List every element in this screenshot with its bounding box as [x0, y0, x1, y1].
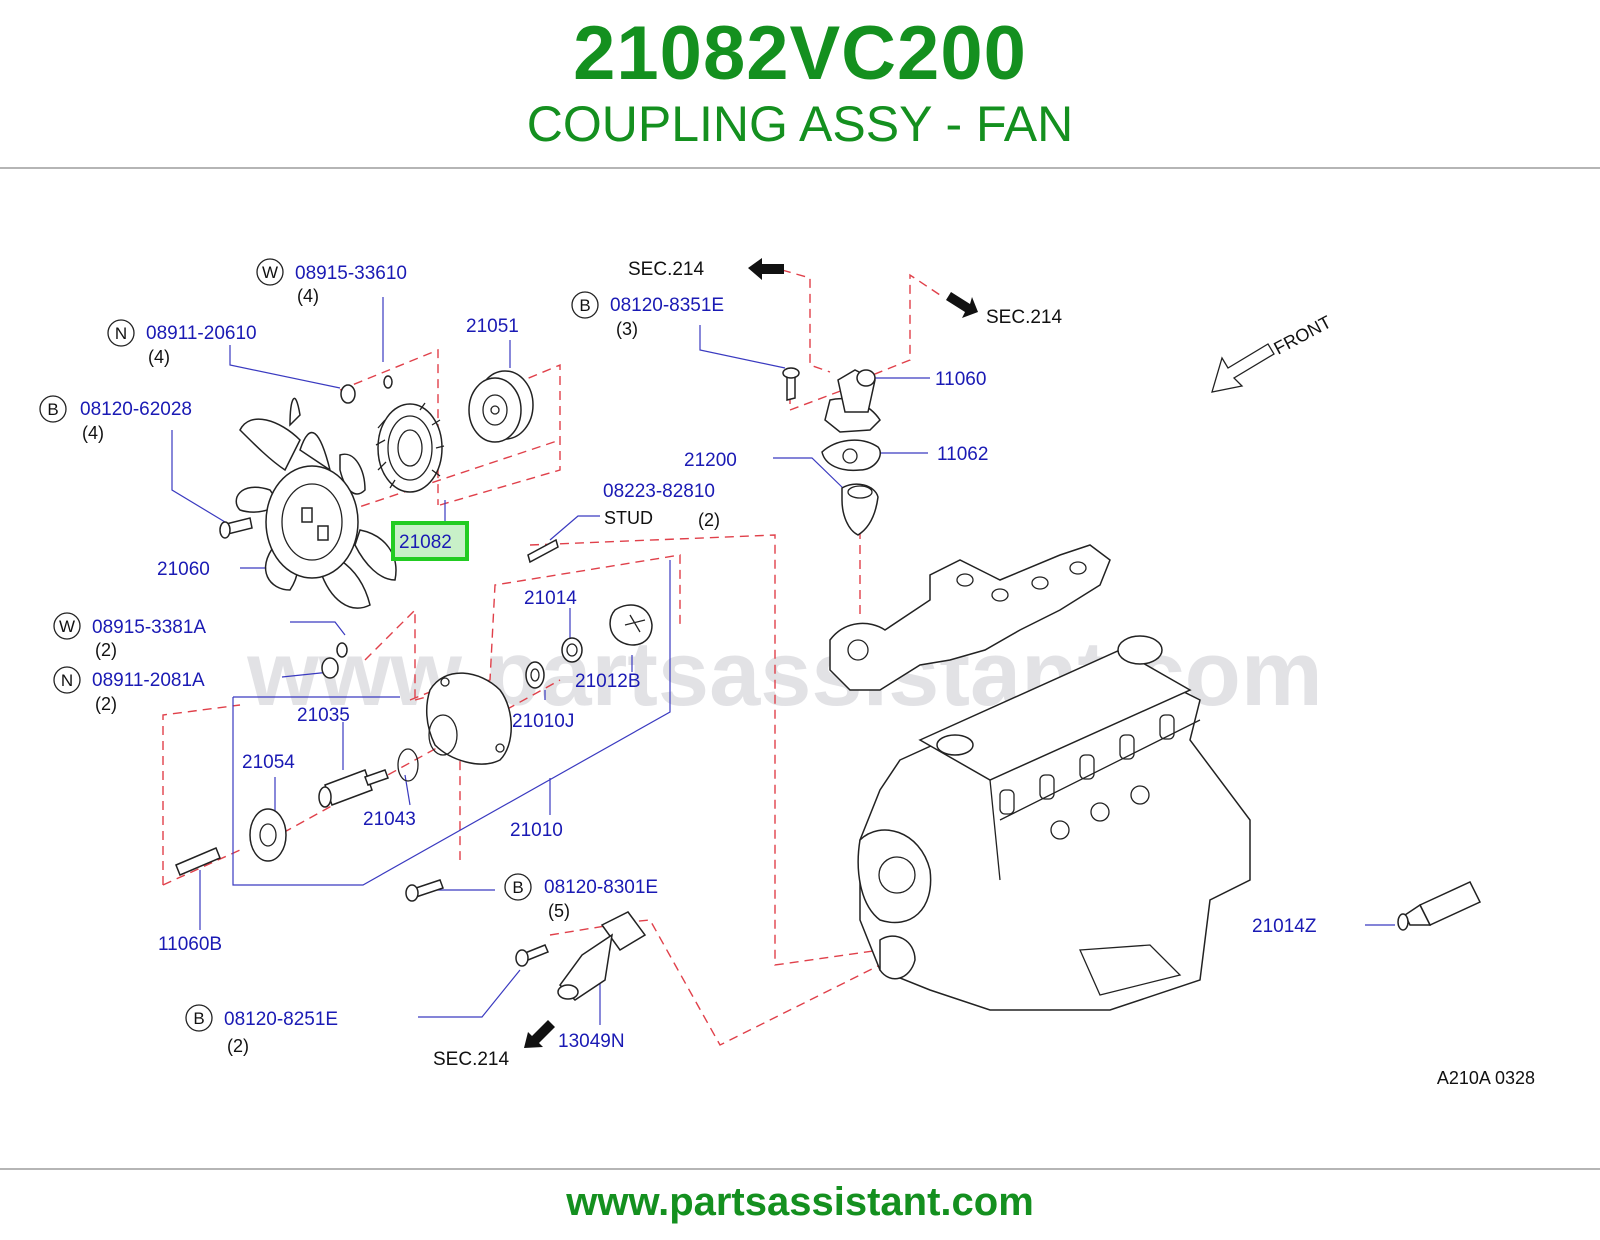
water-pump-drawing — [249, 604, 653, 862]
badge-b-08120-8351e: B — [579, 296, 590, 315]
part-number-title: 21082VC200 — [573, 11, 1027, 96]
qty-08120-8301e: (5) — [548, 901, 570, 921]
part-link-08915-33610[interactable]: 08915-33610 — [295, 263, 407, 284]
part-link-08911-2081a[interactable]: 08911-2081A — [92, 670, 205, 691]
part-link-11060[interactable]: 11060 — [935, 369, 986, 390]
fastener-drawings — [175, 367, 800, 967]
part-link-21051[interactable]: 21051 — [466, 316, 519, 337]
part-link-21060[interactable]: 21060 — [157, 559, 210, 580]
stud-label: STUD — [604, 508, 653, 528]
section-ref-bottom[interactable]: SEC.214 — [433, 1049, 509, 1070]
thermostat-housing-drawing — [821, 369, 881, 536]
qty-08120-8251e: (2) — [227, 1036, 249, 1056]
badge-b-08120-8301e: B — [512, 878, 523, 897]
footer-divider — [0, 1168, 1600, 1170]
badge-w-08915-3381a: W — [59, 617, 75, 636]
part-link-21043[interactable]: 21043 — [363, 809, 416, 830]
part-link-21010j[interactable]: 21010J — [512, 711, 574, 732]
header-divider — [0, 167, 1600, 169]
section-ref-top-left[interactable]: SEC.214 — [628, 259, 704, 280]
part-link-21200[interactable]: 21200 — [684, 450, 737, 471]
cooling-fan-drawing — [235, 397, 397, 609]
part-link-08120-8301e[interactable]: 08120-8301E — [544, 877, 658, 898]
part-link-08911-20610[interactable]: 08911-20610 — [146, 323, 257, 344]
callout-labels: 08915-33610 (4) 08911-20610 (4) 08120-62… — [80, 259, 1535, 1088]
footer-website-link[interactable]: www.partsassistant.com — [566, 1180, 1034, 1224]
front-direction-label: FRONT — [1270, 312, 1334, 359]
part-link-13049n[interactable]: 13049N — [558, 1031, 625, 1052]
part-link-21054[interactable]: 21054 — [242, 752, 295, 773]
page-header: 21082VC200 COUPLING ASSY - FAN — [0, 0, 1600, 168]
section-ref-top-right[interactable]: SEC.214 — [986, 307, 1062, 328]
part-link-21012b[interactable]: 21012B — [575, 671, 641, 692]
part-link-21014z[interactable]: 21014Z — [1252, 916, 1317, 937]
part-link-11060b[interactable]: 11060B — [158, 934, 222, 955]
part-link-08915-3381a[interactable]: 08915-3381A — [92, 617, 206, 638]
parts-diagram: www.partsassistant.com — [0, 170, 1600, 1170]
qty-08120-8351e: (3) — [616, 319, 638, 339]
sealant-tube-drawing — [1397, 881, 1482, 931]
qty-08223-82810: (2) — [698, 510, 720, 530]
part-description: COUPLING ASSY - FAN — [526, 96, 1074, 152]
water-outlet-drawing — [557, 911, 647, 1001]
qty-08120-62028: (4) — [82, 423, 104, 443]
qty-08911-20610: (4) — [148, 347, 170, 367]
engine-block-drawing — [857, 635, 1251, 1011]
manifold-drawing — [829, 544, 1111, 691]
qty-08915-33610: (4) — [297, 286, 319, 306]
badge-w-08915-33610: W — [262, 263, 278, 282]
qty-08915-3381a: (2) — [95, 640, 117, 660]
front-arrow-icon — [1211, 343, 1275, 393]
callout-badges: W N B W N B B B — [39, 258, 599, 1032]
qty-08911-2081a: (2) — [95, 694, 117, 714]
figure-code: A210A 0328 — [1437, 1068, 1535, 1088]
part-link-08120-8251e[interactable]: 08120-8251E — [224, 1009, 338, 1030]
diagram-svg: www.partsassistant.com — [39, 258, 1535, 1088]
section-arrow-icons — [524, 258, 978, 1048]
part-link-21082[interactable]: 21082 — [399, 532, 452, 553]
badge-b-08120-8251e: B — [193, 1009, 204, 1028]
pulley-drawing — [468, 370, 534, 443]
part-link-08120-8351e[interactable]: 08120-8351E — [610, 295, 724, 316]
part-link-21010[interactable]: 21010 — [510, 820, 563, 841]
part-link-21035[interactable]: 21035 — [297, 705, 350, 726]
part-link-08120-62028[interactable]: 08120-62028 — [80, 399, 192, 420]
part-link-08223-82810[interactable]: 08223-82810 — [603, 481, 715, 502]
part-link-11062[interactable]: 11062 — [937, 444, 988, 465]
part-link-21014[interactable]: 21014 — [524, 588, 577, 609]
fan-coupling-drawing — [375, 402, 445, 493]
highlighted-part-box — [391, 521, 469, 561]
badge-n-08911-20610: N — [115, 324, 127, 343]
callout-leader-lines — [171, 297, 1395, 1025]
badge-n-08911-2081a: N — [61, 671, 73, 690]
badge-b-08120-62028: B — [47, 400, 58, 419]
